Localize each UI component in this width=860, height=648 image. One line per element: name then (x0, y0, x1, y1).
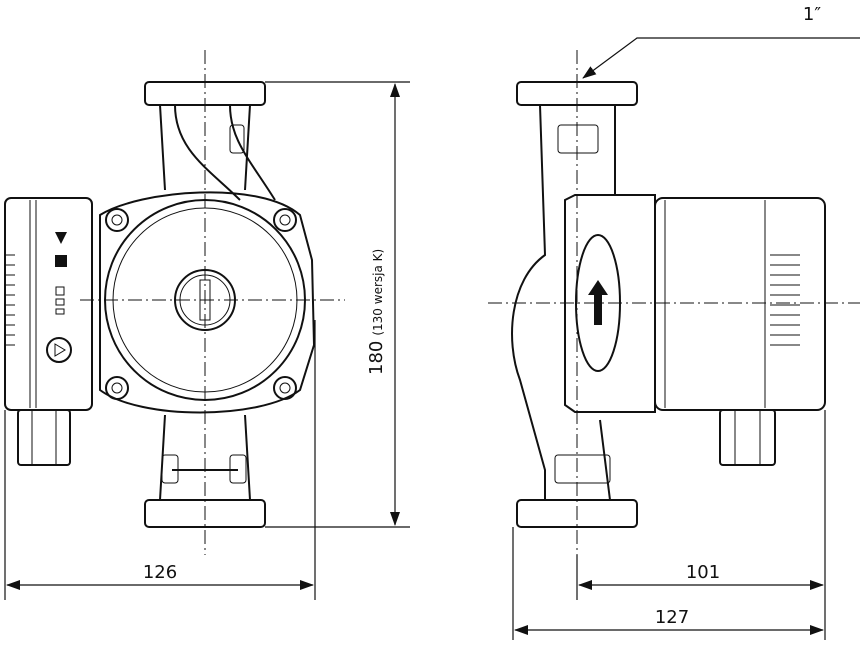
bolt (279, 214, 291, 226)
bolt (111, 214, 123, 226)
motor-depth-dimension: 101 (686, 562, 720, 583)
dimensions: 180 (130 wersja K) 126 101 127 1″ (4, 4, 860, 640)
bolt-hole (273, 376, 297, 400)
control-box-outline (4, 197, 93, 411)
neck-boss (229, 454, 247, 484)
cooling-ribs (770, 254, 800, 346)
speed-led-icon (55, 286, 65, 296)
thread-size-label: 1″ (803, 4, 821, 25)
front-view (4, 50, 345, 555)
width-dimension: 126 (143, 562, 177, 583)
total-depth-dimension: 127 (655, 607, 689, 628)
height-note: (130 wersja K) (371, 249, 385, 336)
bolt-hole (105, 208, 129, 232)
bolt-hole (273, 208, 297, 232)
pump-head (564, 194, 656, 413)
play-button-icon (46, 337, 72, 363)
pump-body (511, 104, 616, 501)
neck-boss (557, 124, 599, 154)
cooling-ribs (5, 254, 15, 346)
control-box (4, 197, 93, 411)
bolt-hole (105, 376, 129, 400)
speed-led-icon (55, 298, 65, 306)
neck-boss (161, 454, 179, 484)
bolt (111, 382, 123, 394)
play-triangle-icon (54, 343, 66, 357)
speed-indicator-icon (55, 232, 67, 267)
speed-led-icon (55, 308, 65, 315)
side-view (488, 50, 860, 555)
motor-box (654, 197, 826, 411)
pump-housing (99, 191, 316, 414)
bolt-holes (105, 208, 297, 400)
bolt (279, 382, 291, 394)
height-dimension: 180 (130 wersja K) (366, 249, 387, 375)
cable-gland (719, 409, 776, 466)
top-neck (159, 104, 276, 201)
thread-leader-line (582, 37, 860, 79)
neck-boss (554, 454, 611, 484)
cable-gland (17, 409, 71, 466)
height-value: 180 (366, 341, 387, 375)
neck-boss (229, 124, 245, 154)
